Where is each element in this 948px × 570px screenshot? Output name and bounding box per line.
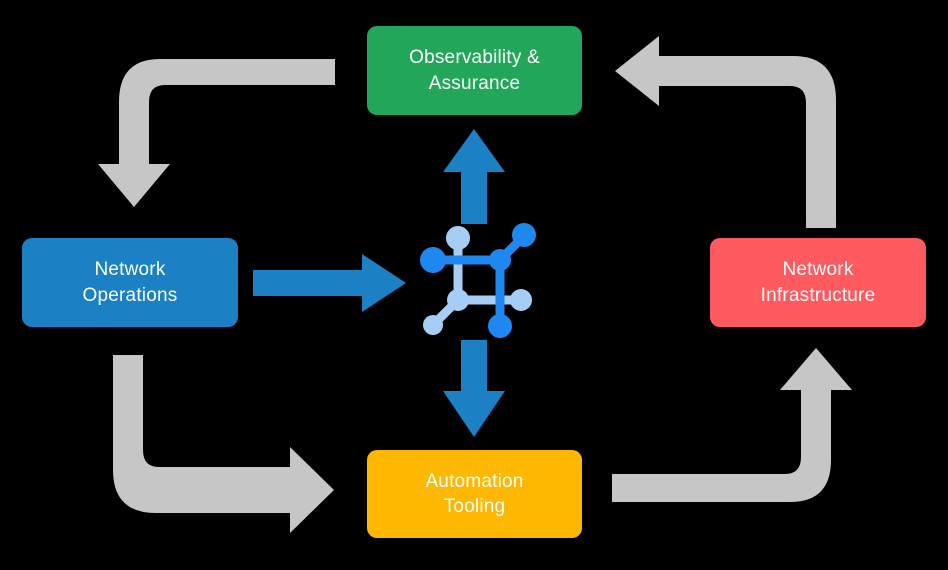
arrow-hub-to-automation xyxy=(443,340,505,437)
arrow-automation-to-netinfra xyxy=(612,348,852,502)
node-automation-tooling[interactable]: Automation Tooling xyxy=(367,450,582,538)
arrow-netops-to-automation xyxy=(113,355,334,533)
arrow-netinfra-to-observability xyxy=(615,36,836,228)
node-automation-tooling-label: Automation Tooling xyxy=(425,470,524,517)
arrow-observability-to-netops xyxy=(98,59,335,207)
arrow-hub-to-observability xyxy=(443,129,505,224)
node-observability-label: Observability & Assurance xyxy=(409,47,540,94)
node-network-infrastructure-label: Network Infrastructure xyxy=(760,259,876,306)
node-network-infrastructure[interactable]: Network Infrastructure xyxy=(710,238,926,327)
node-network-operations[interactable]: Network Operations xyxy=(22,238,238,327)
node-observability-assurance[interactable]: Observability & Assurance xyxy=(367,26,582,115)
arrow-netops-to-hub xyxy=(253,254,406,312)
network-topology-icon xyxy=(420,223,536,338)
node-network-operations-label: Network Operations xyxy=(82,259,178,306)
